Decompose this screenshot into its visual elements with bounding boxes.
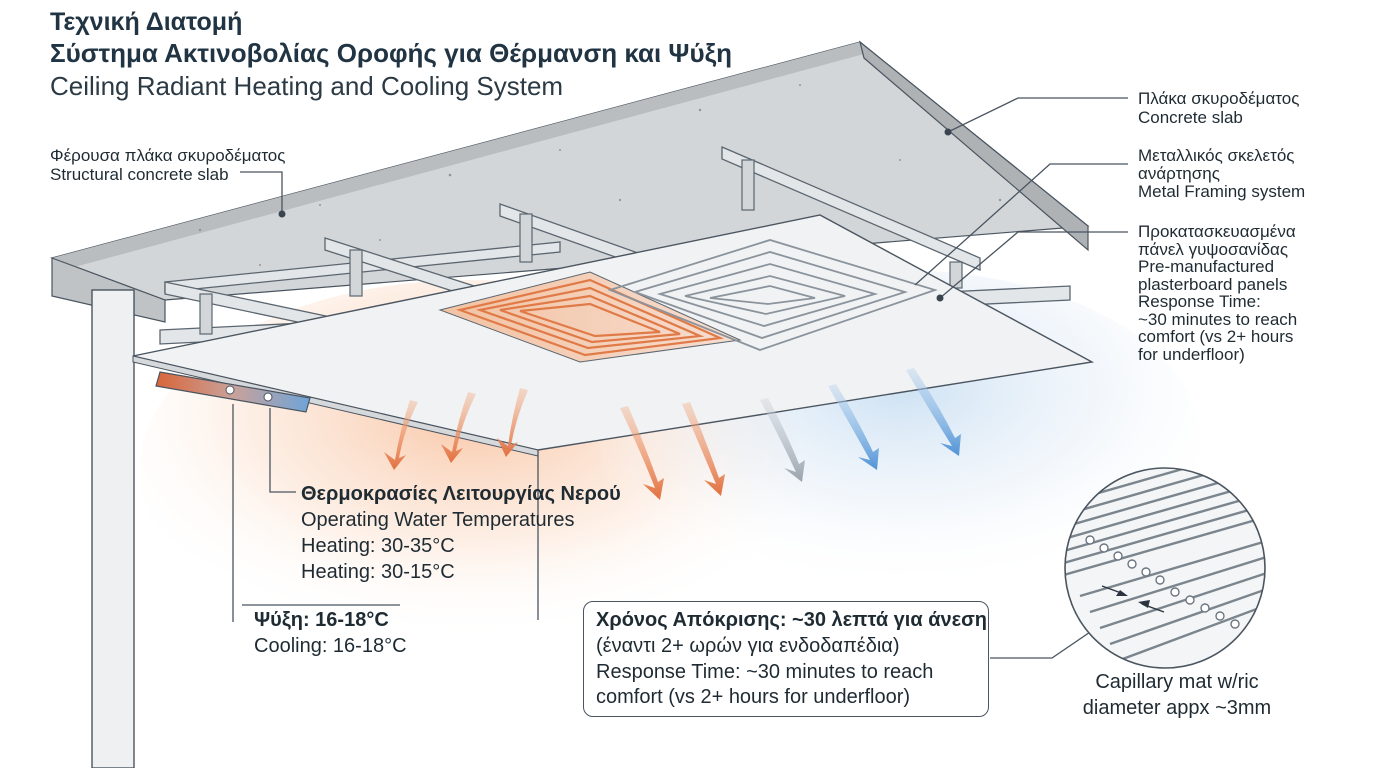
metal-framing-gr2: ανάρτησης xyxy=(1138,163,1220,183)
leader-dots xyxy=(278,128,952,302)
structural-slab-gr: Φέρουσα πλάκα σκυροδέματος xyxy=(50,146,286,165)
water-temps-label: Θερμοκρασίες Λειτουργίας Νερού Operating… xyxy=(301,481,621,585)
structural-slab-label: Φέρουσα πλάκα σκυροδέματος Structural co… xyxy=(50,146,285,184)
capillary-magnifier xyxy=(1064,467,1266,669)
concrete-slab-en: Concrete slab xyxy=(1138,108,1243,128)
warm-pipe-loops xyxy=(456,278,725,357)
heat-arrows xyxy=(384,368,961,500)
cooling-en: Cooling: 16-18°C xyxy=(254,635,407,657)
response-en-2: comfort (vs 2+ hours for underfloor) xyxy=(596,686,911,709)
water-temps-heating-2: Heating: 30-15°C xyxy=(301,561,455,583)
metal-framing-en: Metal Framing system xyxy=(1138,181,1306,201)
response-gr-1: Χρόνος Απόκρισης: ~30 λεπτά για άνεση xyxy=(596,609,988,631)
capillary-line-1: Capillary mat w/ric xyxy=(1095,671,1259,693)
panels-gr2: πάνελ γυψοσανίδας xyxy=(1138,239,1289,259)
panels-gr1: Προκατασκευασμένα xyxy=(1138,222,1296,241)
concrete-slab-gr: Πλάκα σκυροδέματος xyxy=(1138,89,1300,108)
panels-en1: Pre-manufactured xyxy=(1138,257,1275,276)
cooling-label: Ψύξη: 16-18°C Cooling: 16-18°C xyxy=(254,607,407,659)
panels-rt1: Response Time: xyxy=(1138,292,1261,311)
pipe-valve-warm xyxy=(225,385,235,395)
support-column xyxy=(91,289,135,768)
title-line-3: Ceiling Radiant Heating and Cooling Syst… xyxy=(50,71,564,102)
title-line-2: Σύστημα Ακτινοβολίας Οροφής για Θέρμανση… xyxy=(50,37,733,68)
leader-lines xyxy=(232,97,1141,659)
title-block: Τεχνική Διατομή Σύστημα Ακτινοβολίας Ορο… xyxy=(50,8,732,103)
capillary-caption: Capillary mat w/ric diameter appx ~3mm xyxy=(1082,669,1272,721)
capillary-line-2: diameter appx ~3mm xyxy=(1082,697,1272,719)
concrete-slab-label: Πλάκα σκυροδέματος Concrete slab xyxy=(1138,89,1299,127)
panels-rt4: for underfloor) xyxy=(1138,344,1245,364)
structural-slab-en: Structural concrete slab xyxy=(50,165,229,185)
panels-label: Προκατασκευασμένα πάνελ γυψοσανίδας Pre-… xyxy=(1138,223,1297,363)
water-temps-en: Operating Water Temperatures xyxy=(301,509,575,531)
response-time-callout: Χρόνος Απόκρισης: ~30 λεπτά για άνεση (έ… xyxy=(583,601,989,717)
panels-rt2: ~30 minutes to reach xyxy=(1138,309,1298,329)
pipe-valve-cool xyxy=(263,392,273,402)
panels-en2: plasterboard panels xyxy=(1138,274,1288,294)
response-gr-2: (έναντι 2+ ωρών για ενδοδαπέδια) xyxy=(596,634,900,657)
title-line-1: Τεχνική Διατομή xyxy=(50,8,243,36)
water-temps-gr: Θερμοκρασίες Λειτουργίας Νερού xyxy=(301,483,621,505)
concrete-slab-side xyxy=(858,40,1089,252)
cooling-gr: Ψύξη: 16-18°C xyxy=(254,609,389,631)
metal-framing-gr1: Μεταλλικός σκελετός xyxy=(1138,146,1295,165)
response-en-1: Response Time: ~30 minutes to reach xyxy=(596,660,934,683)
spiral-pipe-loops xyxy=(607,239,938,351)
concrete-slab-top xyxy=(52,42,864,272)
panels-rt3: comfort (vs 2+ hours xyxy=(1138,327,1294,346)
water-temps-heating-1: Heating: 30-35°C xyxy=(301,535,455,557)
metal-framing-label: Μεταλλικός σκελετός ανάρτησης Metal Fram… xyxy=(1138,147,1305,201)
